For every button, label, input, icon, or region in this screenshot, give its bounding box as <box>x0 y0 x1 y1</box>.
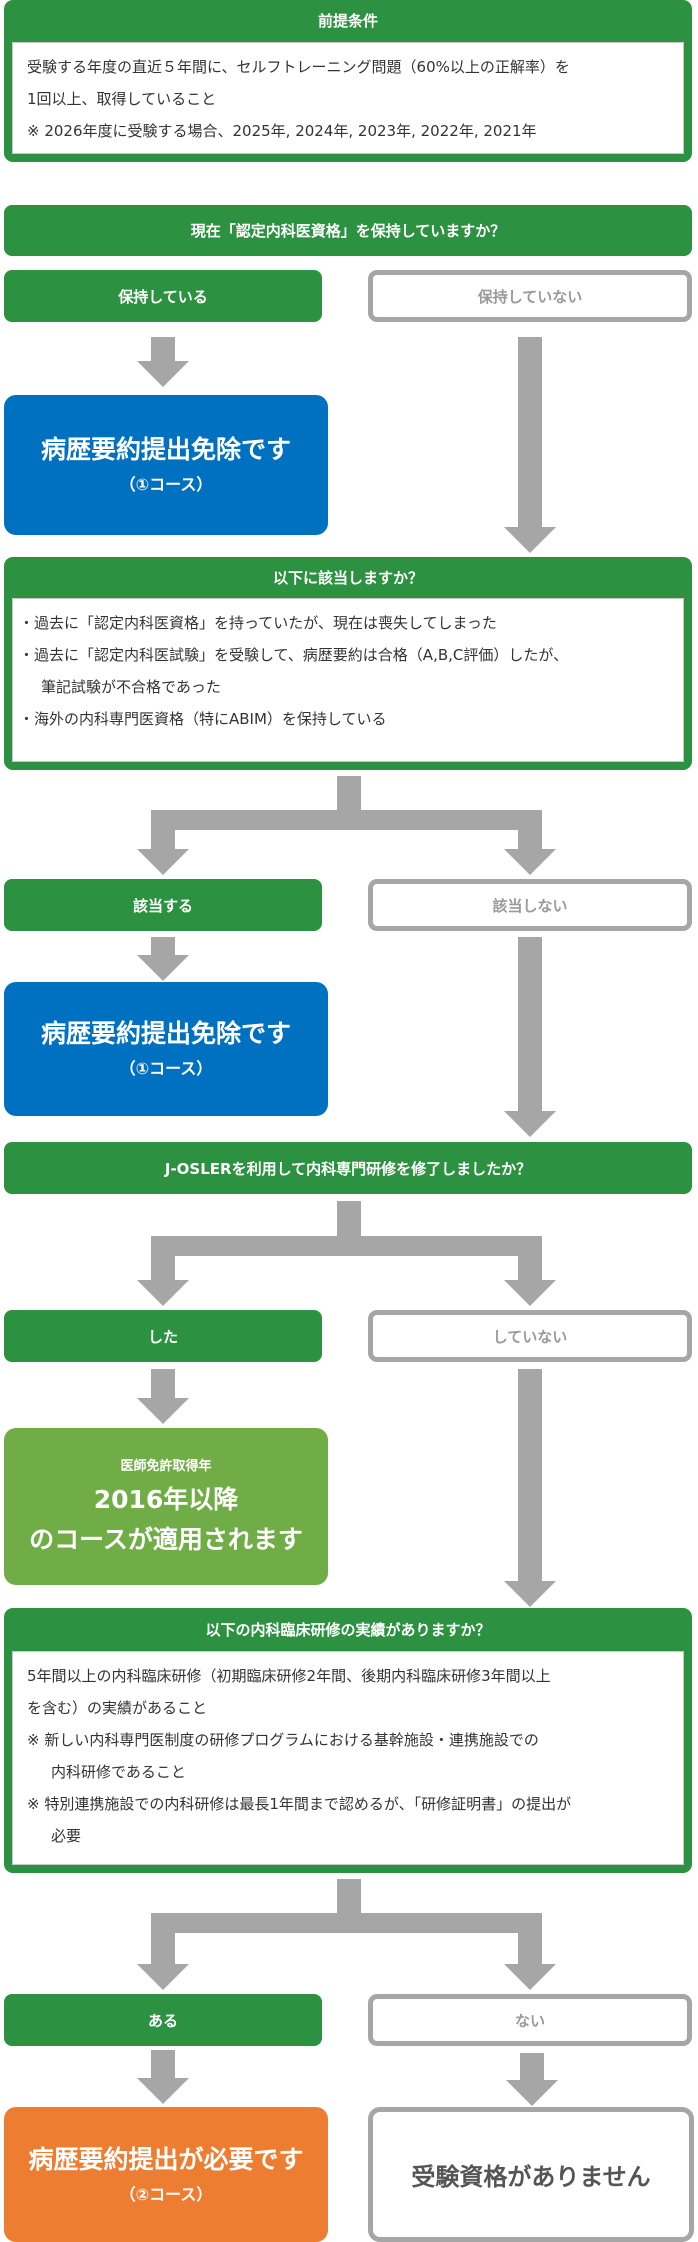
arrow-down-icon <box>504 337 556 553</box>
q4-line: 5年間以上の内科臨床研修（初期臨床研修2年間、後期内科臨床研修3年間以上 <box>27 1667 551 1685</box>
q3-yes-option[interactable]: した <box>4 1310 322 1362</box>
result-title-2: のコースが適用されます <box>29 1524 303 1554</box>
question-4: 以下の内科臨床研修の実績がありますか？ <box>205 1620 491 1639</box>
premise-line: 受験する年度の直近５年間に、セルフトレーニング問題（60%以上の正解率）を <box>27 58 570 76</box>
q4-note: ※ 特別連携施設での内科研修は最長1年間まで認めるが、「研修証明書」の提出が <box>27 1795 572 1813</box>
result-required-course-2: 病歴要約提出が必要です （②コース） <box>4 2107 328 2242</box>
branch-arrow-right-icon <box>504 1913 556 1990</box>
result-title: 病歴要約提出免除です <box>40 1019 291 1048</box>
premise-line: 1回以上、取得していること <box>27 90 217 108</box>
premise-note: ※ 2026年度に受験する場合、2025年, 2024年, 2023年, 202… <box>27 122 537 140</box>
premise-panel: 前提条件 受験する年度の直近５年間に、セルフトレーニング問題（60%以上の正解率… <box>4 0 692 162</box>
arrow-down-icon <box>504 1369 556 1607</box>
premise-title: 前提条件 <box>317 11 378 30</box>
branch-stem <box>337 1201 361 1236</box>
result-sub: （②コース） <box>119 2184 213 2204</box>
q4-yes-option[interactable]: ある <box>4 1994 322 2046</box>
arrow-down-icon <box>137 2050 189 2104</box>
q3-no-option[interactable]: していない <box>368 1310 692 1362</box>
q4-note: ※ 新しい内科専門医制度の研修プログラムにおける基幹施設・連携施設での <box>27 1731 539 1749</box>
branch-arrow-right-icon <box>504 810 556 875</box>
result-title: 病歴要約提出免除です <box>40 435 291 464</box>
q2-condition-cont: 筆記試験が不合格であった <box>41 678 221 696</box>
branch-bar <box>151 1236 542 1256</box>
arrow-down-icon <box>137 1369 189 1424</box>
branch-arrow-left-icon <box>137 1913 189 1990</box>
arrow-down-icon <box>504 937 556 1137</box>
q4-no-option[interactable]: ない <box>368 1994 692 2046</box>
arrow-down-icon <box>137 337 189 387</box>
question-3: J-OSLERを利用して内科専門研修を修了しましたか？ <box>4 1142 692 1194</box>
q4-line: を含む）の実績があること <box>27 1699 208 1717</box>
question-2-panel: 以下に該当しますか？ ・過去に「認定内科医資格」を持っていたが、現在は喪失してし… <box>4 557 692 770</box>
result-sub: （①コース） <box>119 475 213 494</box>
branch-bar <box>151 810 542 830</box>
branch-arrow-left-icon <box>137 1236 189 1306</box>
result-ineligible: 受験資格がありません <box>368 2107 694 2242</box>
branch-stem <box>337 1879 361 1913</box>
branch-arrow-left-icon <box>137 810 189 875</box>
branch-stem <box>337 776 361 810</box>
q2-condition: ・海外の内科専門医資格（特にABIM）を保持している <box>19 710 387 728</box>
question-2: 以下に該当しますか？ <box>272 568 423 587</box>
q2-yes-option[interactable]: 該当する <box>4 879 322 931</box>
result-exempt-course-1b: 病歴要約提出免除です （①コース） <box>4 982 328 1116</box>
result-exempt-course-1: 病歴要約提出免除です （①コース） <box>4 395 328 535</box>
branch-bar <box>151 1913 542 1933</box>
branch-arrow-right-icon <box>504 1236 556 1306</box>
result-2016-course: 医師免許取得年 2016年以降 のコースが適用されます <box>4 1428 328 1585</box>
question-1: 現在「認定内科医資格」を保持していますか？ <box>4 205 692 256</box>
q2-condition: ・過去に「認定内科医試験」を受験して、病歴要約は合格（A,B,C評価）したが、 <box>19 646 569 664</box>
arrow-down-icon <box>506 2053 558 2106</box>
result-title: 2016年以降 <box>93 1484 239 1514</box>
question-4-panel: 以下の内科臨床研修の実績がありますか？ 5年間以上の内科臨床研修（初期臨床研修2… <box>4 1608 692 1873</box>
q1-yes-option[interactable]: 保持している <box>4 270 322 322</box>
q1-no-option[interactable]: 保持していない <box>368 270 692 322</box>
q2-no-option[interactable]: 該当しない <box>368 879 692 931</box>
q4-note-cont: 内科研修であること <box>51 1763 186 1781</box>
result-sub: （①コース） <box>119 1059 213 1078</box>
result-title: 病歴要約提出が必要です <box>28 2144 304 2174</box>
q4-note-cont: 必要 <box>51 1827 82 1845</box>
result-label: 医師免許取得年 <box>120 1458 212 1474</box>
arrow-down-icon <box>137 937 189 981</box>
q2-condition: ・過去に「認定内科医資格」を持っていたが、現在は喪失してしまった <box>19 614 497 632</box>
